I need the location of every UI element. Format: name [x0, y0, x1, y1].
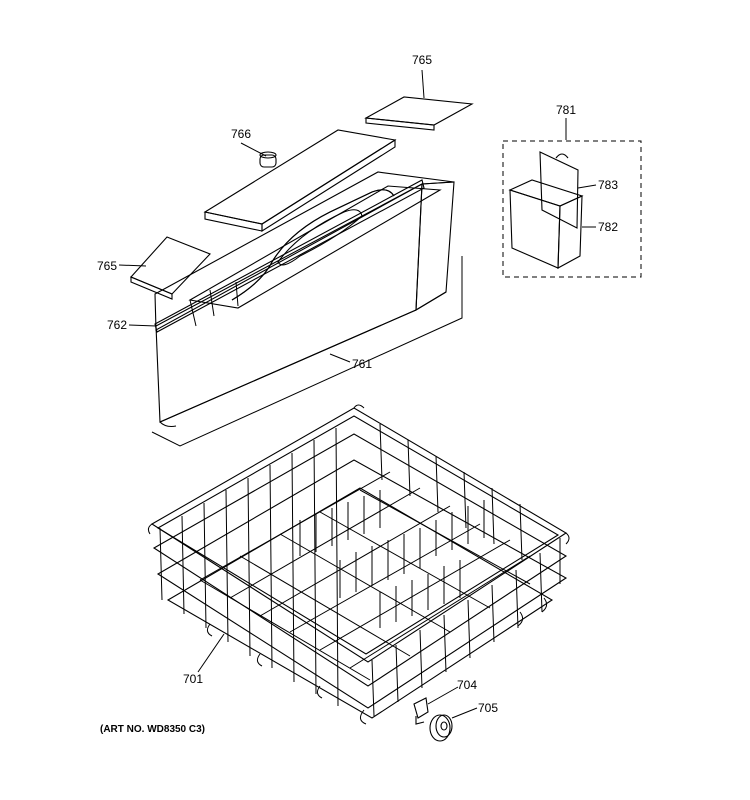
basket-kit-781 — [502, 140, 642, 278]
silverware-basket-761 — [154, 171, 455, 428]
callout-782: 782 — [598, 220, 618, 234]
callout-765-left: 765 — [97, 259, 117, 273]
callout-701: 701 — [183, 672, 203, 686]
callout-766: 766 — [231, 127, 251, 141]
callout-704: 704 — [457, 678, 477, 692]
wheel-705 — [429, 714, 453, 742]
callout-781: 781 — [556, 103, 576, 117]
callout-761: 761 — [352, 357, 372, 371]
clip-704 — [413, 697, 429, 725]
bracket-761 — [151, 256, 463, 447]
lid-766 — [203, 129, 397, 232]
cover-765-top — [364, 96, 474, 131]
callout-762: 762 — [107, 318, 127, 332]
art-number: (ART NO. WD8350 C3) — [100, 724, 205, 735]
cover-765-left — [130, 236, 211, 300]
callout-783: 783 — [598, 178, 618, 192]
callout-765-top: 765 — [412, 53, 432, 67]
callout-705: 705 — [478, 701, 498, 715]
leader-lines — [118, 69, 597, 719]
lower-rack-701 — [147, 404, 570, 725]
